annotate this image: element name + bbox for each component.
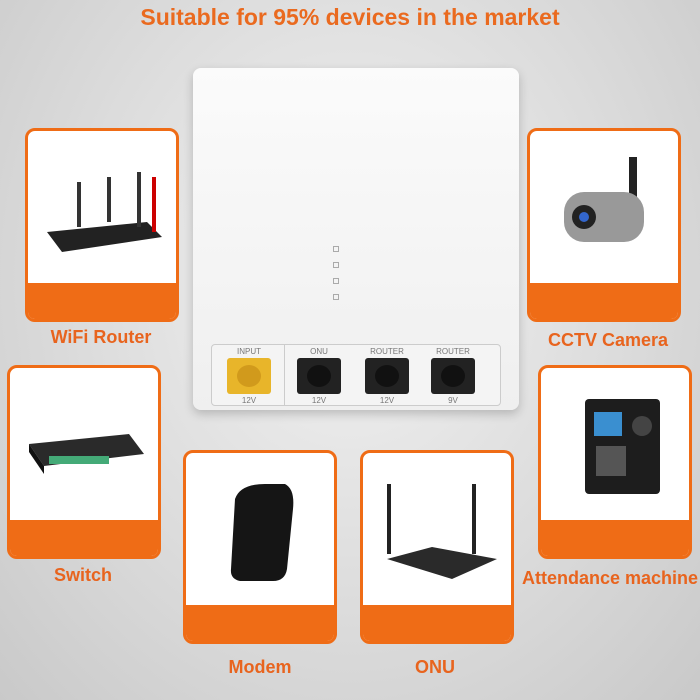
- label-onu: ONU: [415, 657, 455, 677]
- led-indicator: [333, 278, 339, 284]
- card-modem: [183, 450, 337, 644]
- led-indicator: [333, 294, 339, 300]
- label-wifi-router: WiFi Router: [50, 327, 152, 347]
- label-cctv-camera: CCTV Camera: [547, 330, 669, 350]
- label-switch: Switch: [53, 565, 112, 585]
- label-attendance-machine: Attendance machine: [521, 568, 699, 588]
- card-cctv-camera: [527, 128, 681, 322]
- cctv-camera-icon: [564, 157, 644, 242]
- label-modem: Modem: [228, 657, 292, 677]
- card-wifi-router: [25, 128, 179, 322]
- card-switch: [7, 365, 161, 559]
- headline: Suitable for 95% devices in the market: [140, 4, 560, 30]
- led-indicator: [333, 246, 339, 252]
- led-indicator: [333, 262, 339, 268]
- modem-icon: [230, 484, 294, 581]
- card-attendance-machine: [538, 365, 692, 559]
- network-switch-icon: [29, 434, 144, 474]
- onu-router-icon: [387, 484, 497, 579]
- wifi-router-icon: [47, 172, 162, 252]
- attendance-machine-icon: [585, 399, 660, 494]
- card-onu: [360, 450, 514, 644]
